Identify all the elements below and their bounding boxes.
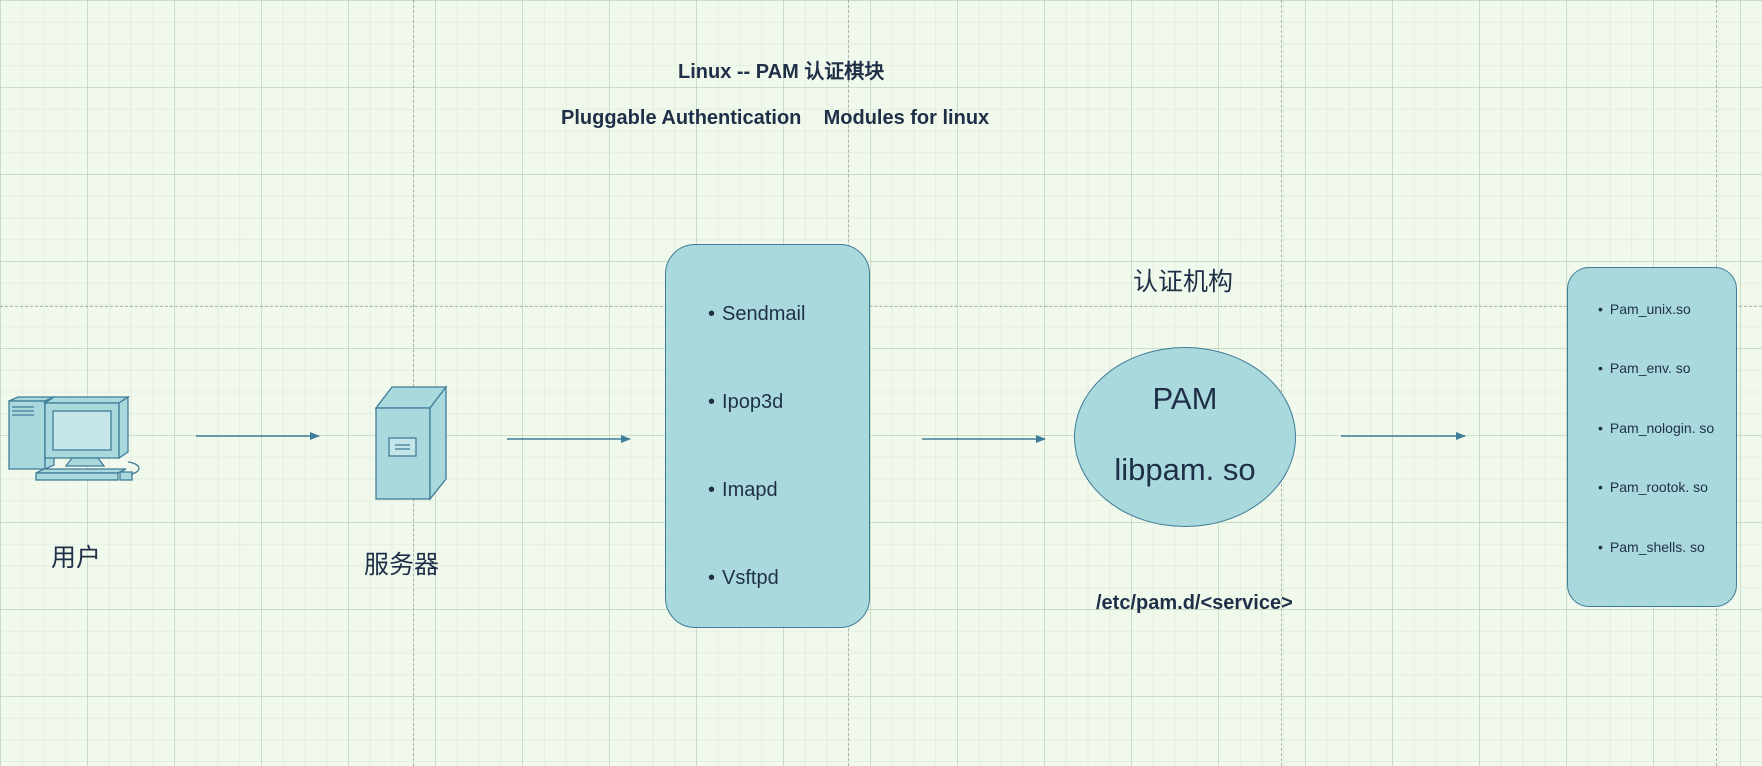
pam-label: PAM <box>1152 381 1218 416</box>
server-label: 服务器 <box>364 551 440 579</box>
libpam-label: libpam. so <box>1114 452 1256 487</box>
modules-box: Pam_unix.so Pam_env. so Pam_nologin. so … <box>1567 267 1737 607</box>
auth-heading: 认证机构 <box>1133 268 1234 296</box>
diagram-subtitle: Pluggable Authentication Modules for lin… <box>561 107 990 129</box>
pam-ellipse: PAM libpam. so <box>1074 347 1296 527</box>
service-item: Vsftpd <box>708 567 779 590</box>
service-item: Sendmail <box>708 303 805 326</box>
module-item: Pam_nologin. so <box>1598 420 1714 436</box>
guide-line-vertical <box>413 0 414 766</box>
module-item: Pam_shells. so <box>1598 539 1705 555</box>
desktop-computer-icon <box>8 395 140 481</box>
diagram-title: Linux -- PAM 认证棋块 <box>678 61 885 83</box>
server-icon <box>374 385 448 501</box>
pam-config-path: /etc/pam.d/<service> <box>1096 592 1293 614</box>
service-item: Ipop3d <box>708 391 783 414</box>
user-label: 用户 <box>51 544 102 572</box>
module-item: Pam_rootok. so <box>1598 479 1708 495</box>
services-box: Sendmail Ipop3d Imapd Vsftpd <box>665 244 870 628</box>
module-item: Pam_env. so <box>1598 360 1691 376</box>
guide-line-vertical <box>1281 0 1282 766</box>
guide-line-horizontal <box>0 306 1762 307</box>
module-item: Pam_unix.so <box>1598 301 1691 317</box>
service-item: Imapd <box>708 479 778 502</box>
